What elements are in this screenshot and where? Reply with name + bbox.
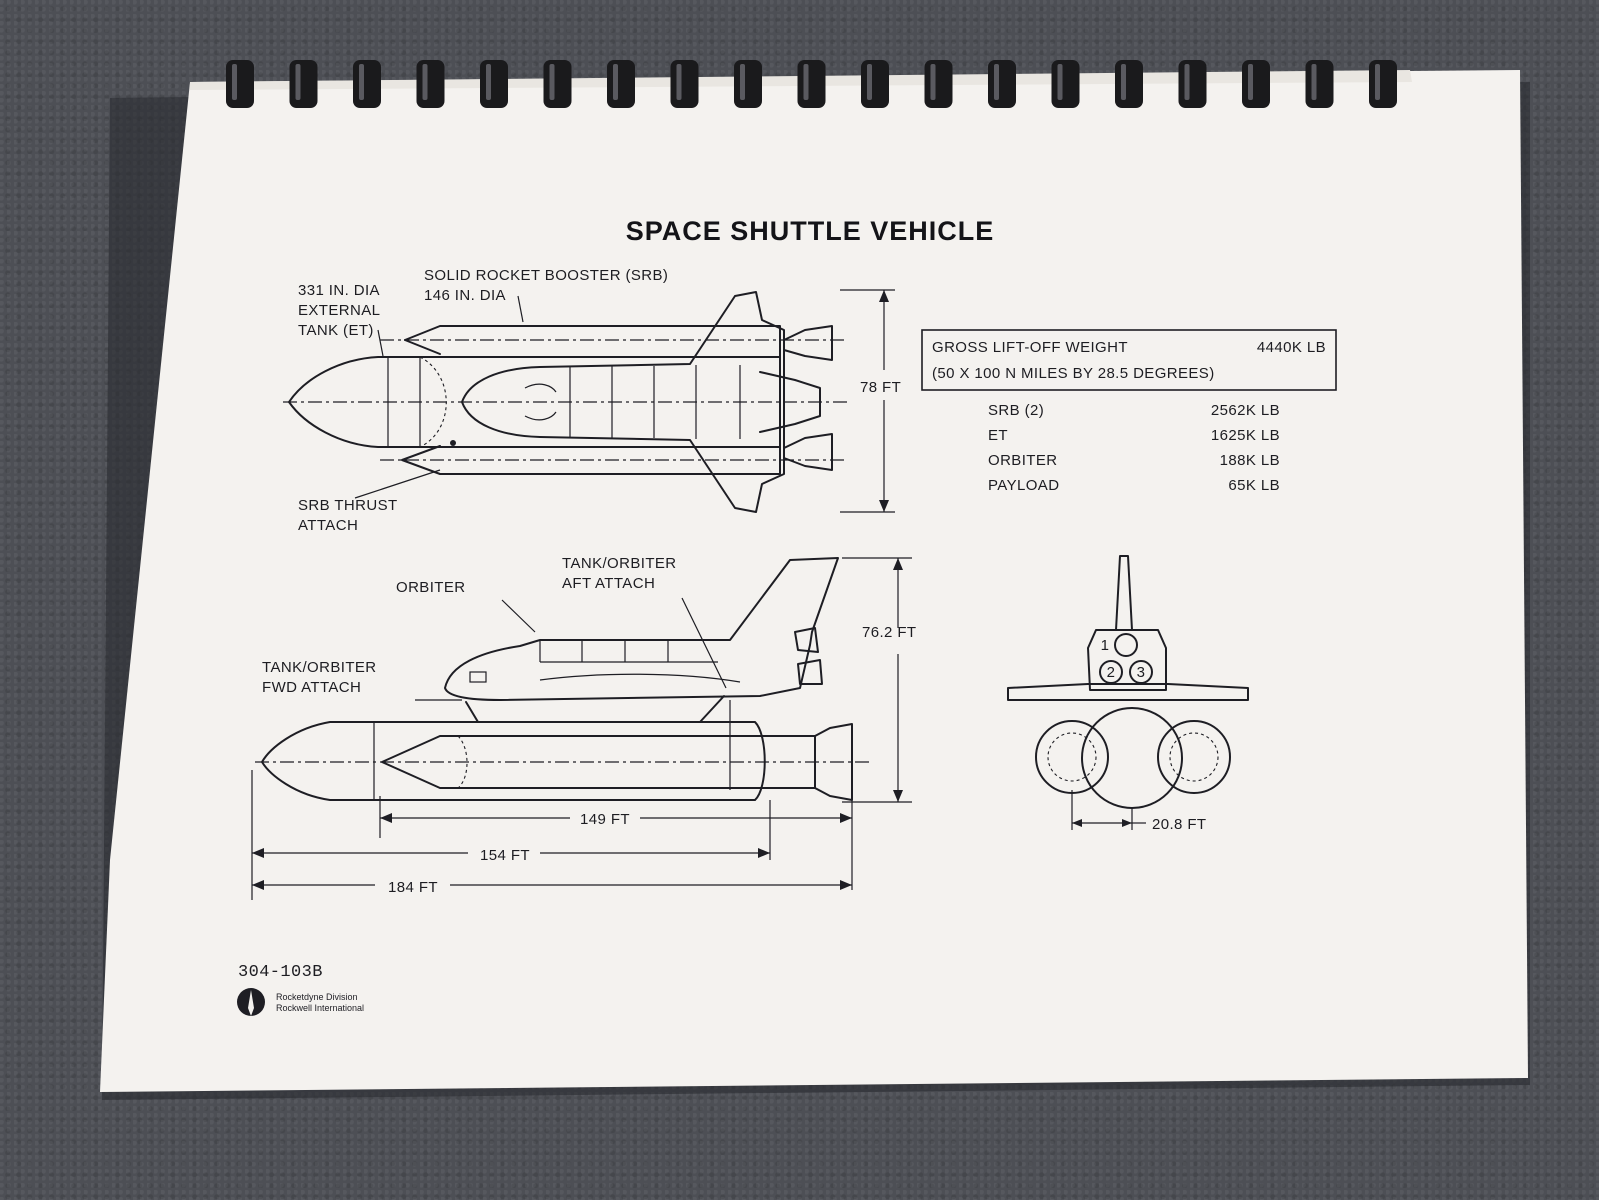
label-fwd-attach-2: FWD ATTACH (262, 679, 361, 696)
logo-line-1: Rocketdyne Division (276, 992, 358, 1002)
binding-ring-highlight (930, 64, 936, 100)
binding-ring-highlight (295, 64, 301, 100)
binding-ring (226, 60, 254, 108)
engine-number-1: 1 (1101, 637, 1110, 654)
binding-ring-highlight (867, 64, 872, 100)
binding-ring-highlight (1375, 64, 1380, 100)
engine-number-3: 3 (1137, 664, 1146, 681)
gross-weight-label: GROSS LIFT-OFF WEIGHT (932, 339, 1128, 356)
binding-ring (353, 60, 381, 108)
binding-ring (861, 60, 889, 108)
weight-item-name: SRB (2) (988, 402, 1044, 419)
gross-weight-value: 4440K LB (1257, 339, 1326, 356)
engine-lower (783, 433, 833, 471)
binding-ring-highlight (1184, 64, 1190, 100)
engine-upper (783, 325, 833, 361)
binding-ring (543, 60, 572, 108)
top-view-diagram (283, 289, 895, 513)
weight-item-value: 65K LB (1228, 477, 1280, 494)
binding-ring-highlight (1057, 64, 1063, 100)
dim-76-2-ft: 76.2 FT (862, 624, 917, 641)
binding-ring (988, 60, 1016, 108)
dim-184-ft: 184 FT (388, 879, 438, 896)
binding-ring (416, 60, 445, 108)
label-et-dia: 331 IN. DIA (298, 282, 380, 299)
binding-ring-highlight (803, 64, 809, 100)
weight-box (921, 329, 1337, 391)
binding-ring (1051, 60, 1080, 108)
label-aft-attach-1: TANK/ORBITER (562, 555, 677, 572)
engine-number-2: 2 (1107, 664, 1116, 681)
label-orbiter: ORBITER (396, 579, 465, 596)
dim-149-ft: 149 FT (580, 811, 630, 828)
srb-side (381, 735, 816, 789)
label-et-name-2: TANK (ET) (298, 322, 374, 339)
label-fwd-attach-1: TANK/ORBITER (262, 659, 377, 676)
binding-ring-highlight (1248, 64, 1253, 100)
binding-ring-highlight (1311, 64, 1317, 100)
spiral-binding (226, 60, 1397, 108)
dim-78-ft: 78 FT (860, 379, 901, 396)
binding-ring (670, 60, 699, 108)
binding-ring (797, 60, 826, 108)
external-tank-top (288, 356, 781, 448)
binding-ring (1178, 60, 1207, 108)
label-aft-attach-2: AFT ATTACH (562, 575, 655, 592)
document-number: 304-103B (238, 963, 323, 982)
rocketdyne-logo-icon (237, 988, 265, 1016)
binding-ring-highlight (232, 64, 237, 100)
weight-item-name: PAYLOAD (988, 477, 1059, 494)
binding-ring (289, 60, 318, 108)
label-srb-thrust-2: ATTACH (298, 517, 358, 534)
label-et-name-1: EXTERNAL (298, 302, 380, 319)
srb-upper (404, 325, 781, 359)
binding-ring (1242, 60, 1270, 108)
binding-ring-highlight (549, 64, 555, 100)
weight-item-value: 188K LB (1220, 452, 1280, 469)
binding-ring (734, 60, 762, 108)
srb-right-rear (1157, 720, 1231, 794)
binding-ring (1115, 60, 1143, 108)
binding-ring-highlight (486, 64, 491, 100)
binding-ring (1369, 60, 1397, 108)
label-srb-thrust-1: SRB THRUST (298, 497, 398, 514)
binding-ring-highlight (422, 64, 428, 100)
binding-ring (607, 60, 635, 108)
binding-ring-highlight (740, 64, 745, 100)
orbiter-body-rear (1087, 629, 1167, 691)
dim-20-8-ft: 20.8 FT (1152, 816, 1207, 833)
binding-ring (480, 60, 508, 108)
engine-center (759, 371, 821, 433)
orbit-spec: (50 X 100 N MILES BY 28.5 DEGREES) (932, 365, 1215, 382)
binding-ring-highlight (613, 64, 618, 100)
binding-ring-highlight (994, 64, 999, 100)
binding-ring-highlight (1121, 64, 1126, 100)
orbiter-top (461, 291, 785, 513)
logo-line-2: Rockwell International (276, 1003, 364, 1013)
wing-rear (1007, 683, 1249, 701)
weight-item-value: 1625K LB (1211, 427, 1280, 444)
side-view-diagram (251, 557, 912, 900)
external-tank-side (261, 721, 766, 801)
binding-ring-highlight (676, 64, 682, 100)
weight-item-value: 2562K LB (1211, 402, 1280, 419)
label-srb-name: SOLID ROCKET BOOSTER (SRB) (424, 267, 668, 284)
rear-view-diagram (1007, 555, 1249, 830)
binding-ring (1305, 60, 1334, 108)
weight-item-name: ORBITER (988, 452, 1057, 469)
binding-ring-highlight (359, 64, 364, 100)
label-srb-dia: 146 IN. DIA (424, 287, 506, 304)
binding-ring (924, 60, 953, 108)
orbiter-side (444, 557, 839, 701)
page-title: SPACE SHUTTLE VEHICLE (626, 216, 995, 246)
dim-154-ft: 154 FT (480, 847, 530, 864)
weight-item-name: ET (988, 427, 1008, 444)
